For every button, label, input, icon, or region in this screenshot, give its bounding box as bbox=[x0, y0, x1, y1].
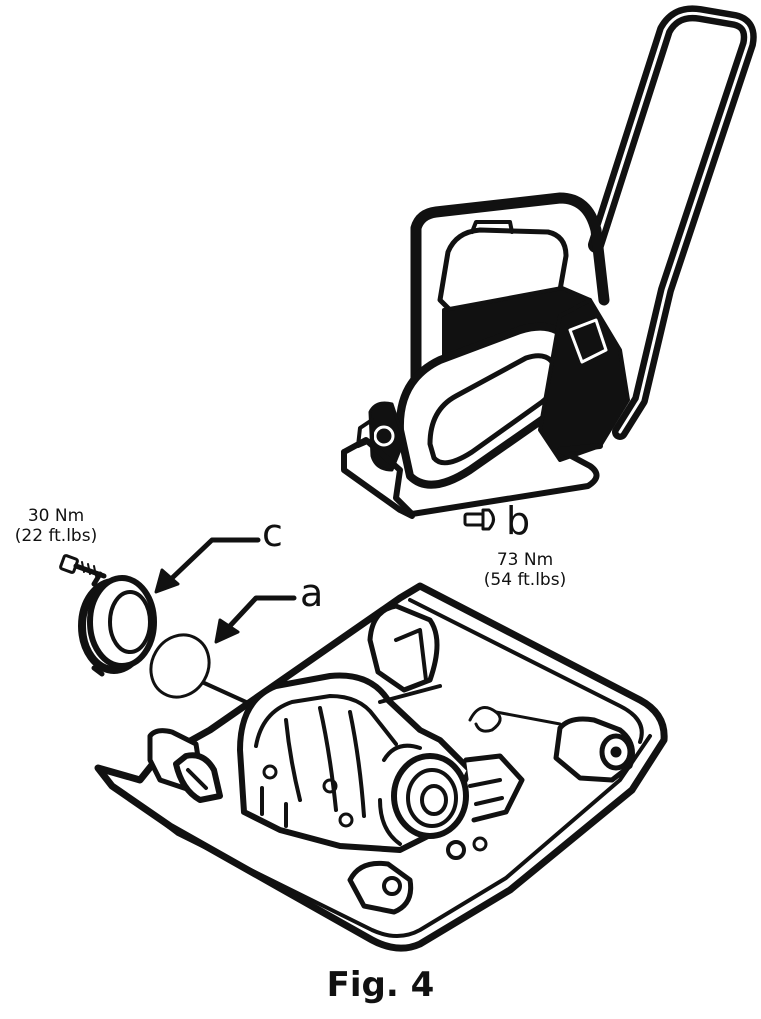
torque-c-imperial: (22 ft.lbs) bbox=[14, 526, 98, 546]
lower-shock-mount bbox=[347, 860, 414, 915]
callout-a-label: a bbox=[300, 571, 324, 615]
callout-b-label: b bbox=[506, 499, 531, 543]
engine-block bbox=[437, 227, 569, 313]
callout-a-arrow bbox=[214, 595, 297, 644]
exciter-housing bbox=[237, 672, 525, 860]
compactor-base-plate bbox=[341, 437, 603, 517]
rear-shock-mount bbox=[147, 728, 223, 803]
torque-c-metric: 30 Nm bbox=[27, 506, 85, 526]
plate-compactor-illustration bbox=[341, 5, 757, 531]
bolt-c-icon bbox=[59, 554, 107, 579]
torque-b-imperial: (54 ft.lbs) bbox=[483, 570, 567, 590]
exploded-base-plate bbox=[94, 582, 668, 952]
torque-b-metric: 73 Nm bbox=[496, 550, 554, 570]
gasket-a bbox=[149, 633, 211, 699]
front-shock-mount bbox=[553, 716, 635, 783]
end-cap-c bbox=[78, 571, 157, 677]
figure-caption: Fig. 4 bbox=[326, 965, 435, 1005]
bolt-b-icon bbox=[463, 508, 495, 531]
torque-c: 30 Nm (22 ft.lbs) bbox=[6, 506, 106, 546]
upper-mount bbox=[367, 603, 440, 693]
callout-c-label: c bbox=[262, 511, 283, 555]
callout-c-arrow bbox=[154, 537, 261, 594]
torque-b: 73 Nm (54 ft.lbs) bbox=[470, 550, 580, 590]
roll-cage bbox=[410, 192, 610, 408]
